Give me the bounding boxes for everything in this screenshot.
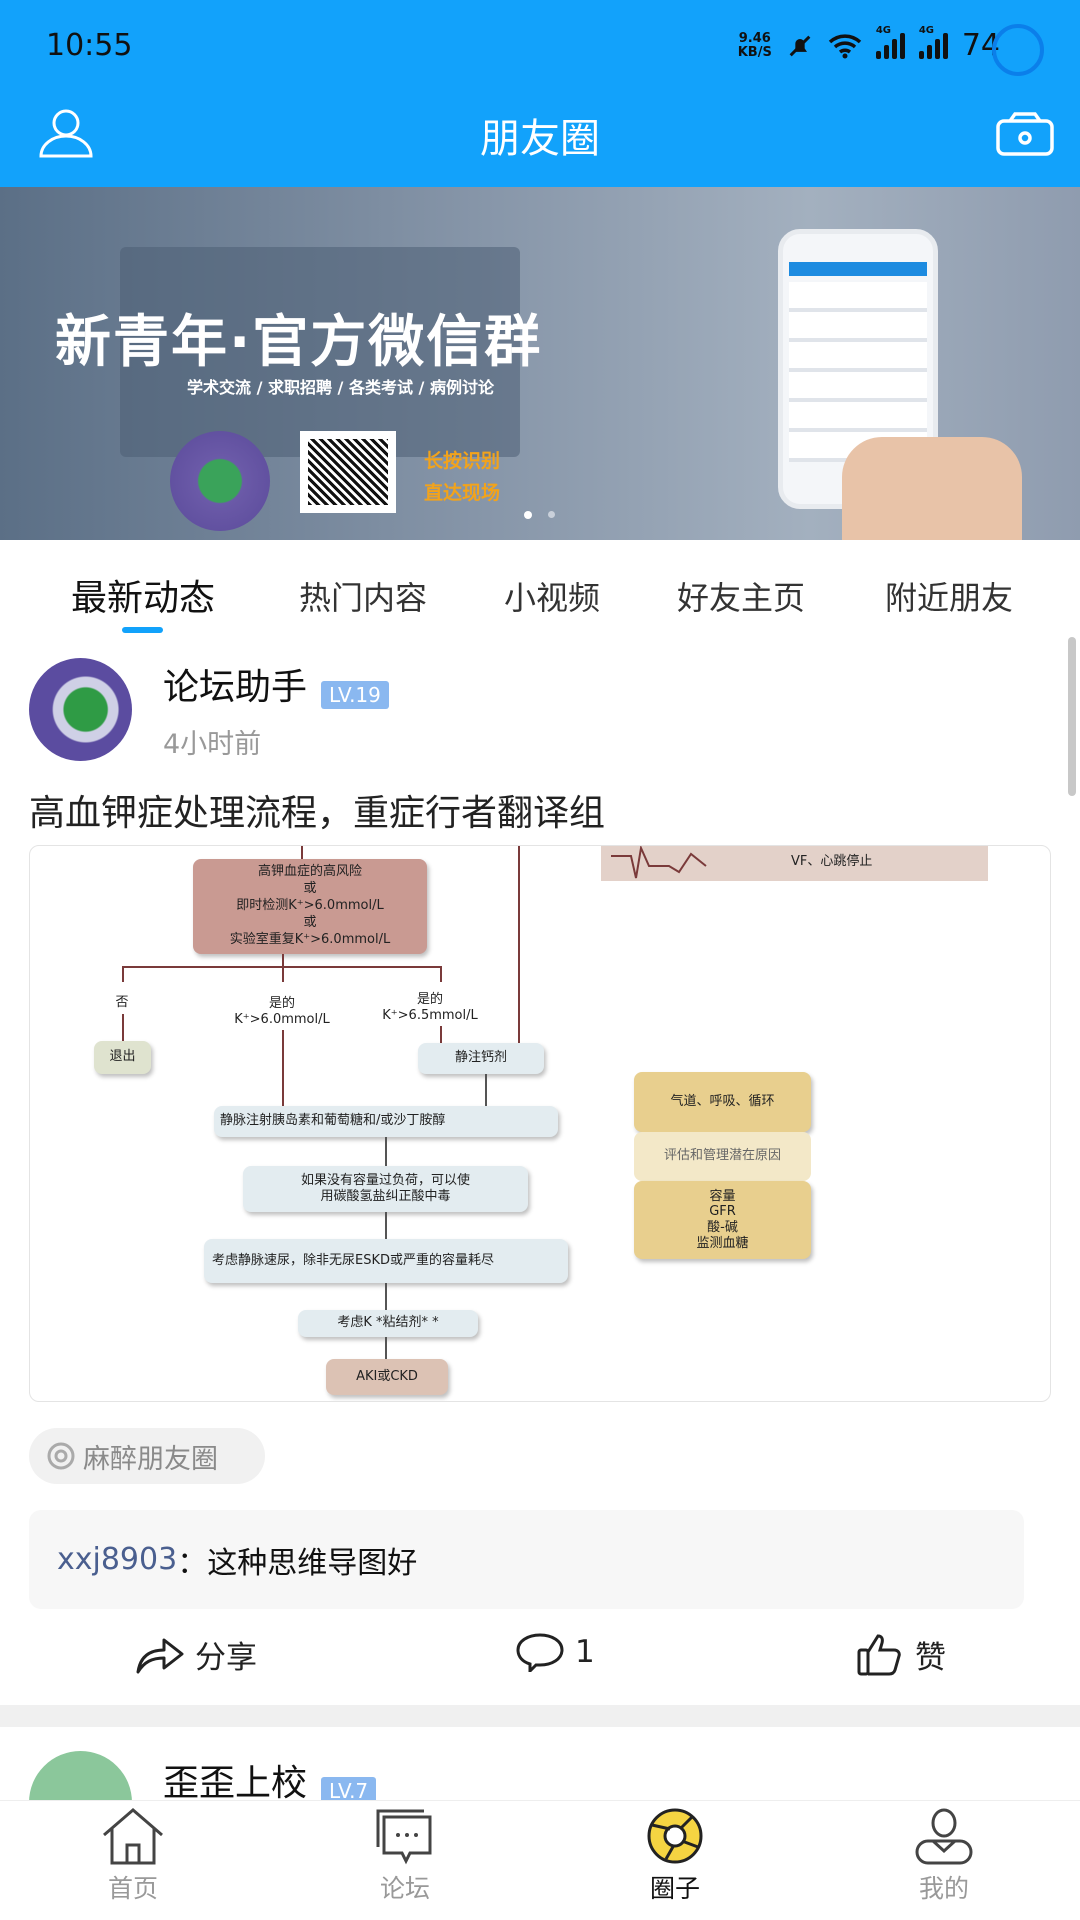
diuretic-box: 考虑静脉速尿，除非无尿ESKD或严重的容量耗尽 [204, 1239, 568, 1283]
share-button[interactable]: 分享 [135, 1632, 257, 1677]
bell-muted-icon [789, 35, 811, 56]
feed-tabs: 最新动态 热门内容 小视频 好友主页 附近朋友 [0, 555, 1080, 640]
insulin-box: 静脉注射胰岛素和葡萄糖和/或沙丁胺醇 [214, 1106, 558, 1137]
ecg-wave-icon [611, 846, 707, 879]
abc-box: 气道、呼吸、循环 [634, 1072, 811, 1132]
monitor-graphic [120, 247, 520, 457]
comment-icon [516, 1633, 564, 1672]
banner-headline: 新青年·官方微信群 [55, 310, 543, 375]
status-time: 10:55 [46, 28, 133, 63]
author-name[interactable]: 歪歪上校 [163, 1763, 308, 1804]
post-time: 4小时前 [163, 729, 262, 760]
post-divider [0, 1705, 1080, 1727]
tab-hot[interactable]: 热门内容 [298, 579, 428, 617]
bottom-nav: 首页 论坛 圈子 我的 [0, 1800, 1080, 1920]
exit-box: 退出 [94, 1041, 151, 1074]
assess-box: 评估和管理潜在原因 [634, 1132, 811, 1181]
like-button[interactable]: 赞 [857, 1632, 946, 1677]
home-icon [103, 1808, 163, 1865]
carousel-dot-active[interactable] [524, 511, 532, 519]
signal-icon: 4G [875, 25, 905, 59]
post-author: 歪歪上校 LV.7 [163, 1754, 377, 1806]
circle-tag[interactable]: 麻醉朋友圈 [29, 1428, 265, 1484]
calcium-box: 静注钙剂 [418, 1043, 544, 1074]
comment-button[interactable]: 1 [515, 1632, 595, 1672]
profile-icon [915, 1808, 973, 1865]
level-badge: LV.19 [321, 680, 389, 709]
post-author: 论坛助手 LV.19 [163, 658, 389, 710]
level-badge: LV.7 [321, 1776, 377, 1805]
tab-nearby[interactable]: 附近朋友 [884, 579, 1014, 617]
post-title[interactable]: 高血钾症处理流程，重症行者翻译组 [29, 793, 606, 834]
nav-profile[interactable]: 我的 [874, 1807, 1014, 1905]
wifi-icon [828, 33, 862, 58]
banner-cta: 长按识别直达现场 [424, 450, 501, 504]
nav-circle[interactable]: 圈子 [605, 1807, 745, 1905]
qr-code[interactable] [300, 431, 396, 513]
aki-box: AKI或CKD [326, 1359, 448, 1395]
author-name[interactable]: 论坛助手 [163, 667, 308, 708]
nav-home[interactable]: 首页 [63, 1807, 203, 1905]
thumbs-up-icon [857, 1633, 901, 1675]
avatar[interactable] [29, 658, 132, 761]
page-title: 朋友圈 [480, 116, 600, 162]
banner-carousel[interactable]: 新青年·官方微信群 学术交流 / 求职招聘 / 各类考试 / 病例讨论 长按识别… [0, 187, 1080, 540]
tab-friend-home[interactable]: 好友主页 [676, 579, 806, 617]
loading-ring-icon [992, 24, 1044, 76]
comment-user[interactable]: xxj8903 [57, 1542, 178, 1577]
comment-preview[interactable]: xxj8903：这种思维导图好 [29, 1510, 1024, 1609]
comment-text: 这种思维导图好 [207, 1545, 418, 1581]
scrollbar[interactable] [1068, 637, 1076, 796]
active-tab-indicator [122, 627, 163, 633]
banner-subline: 学术交流 / 求职招聘 / 各类考试 / 病例讨论 [187, 378, 494, 397]
circle-icon [647, 1808, 703, 1864]
tab-latest[interactable]: 最新动态 [70, 578, 216, 619]
user-icon[interactable] [38, 108, 94, 158]
signal-icon: 4G [918, 25, 948, 59]
nav-forum[interactable]: 论坛 [335, 1807, 475, 1905]
no-label: 否 [115, 995, 129, 1010]
forum-logo [170, 431, 270, 531]
tab-short-video[interactable]: 小视频 [503, 579, 601, 617]
ecg-panel: VF、心跳停止 [601, 846, 988, 881]
binder-box: 考虑K *粘结剂* * [298, 1310, 478, 1337]
forum-icon [376, 1809, 432, 1865]
target-icon [47, 1442, 75, 1470]
bicarb-box: 如果没有容量过负荷，可以使用碳酸氢盐纠正酸中毒 [243, 1166, 528, 1212]
share-icon [136, 1638, 184, 1673]
carousel-dot[interactable] [548, 511, 555, 518]
camera-icon[interactable] [996, 112, 1054, 156]
hand-graphic [842, 437, 1022, 540]
